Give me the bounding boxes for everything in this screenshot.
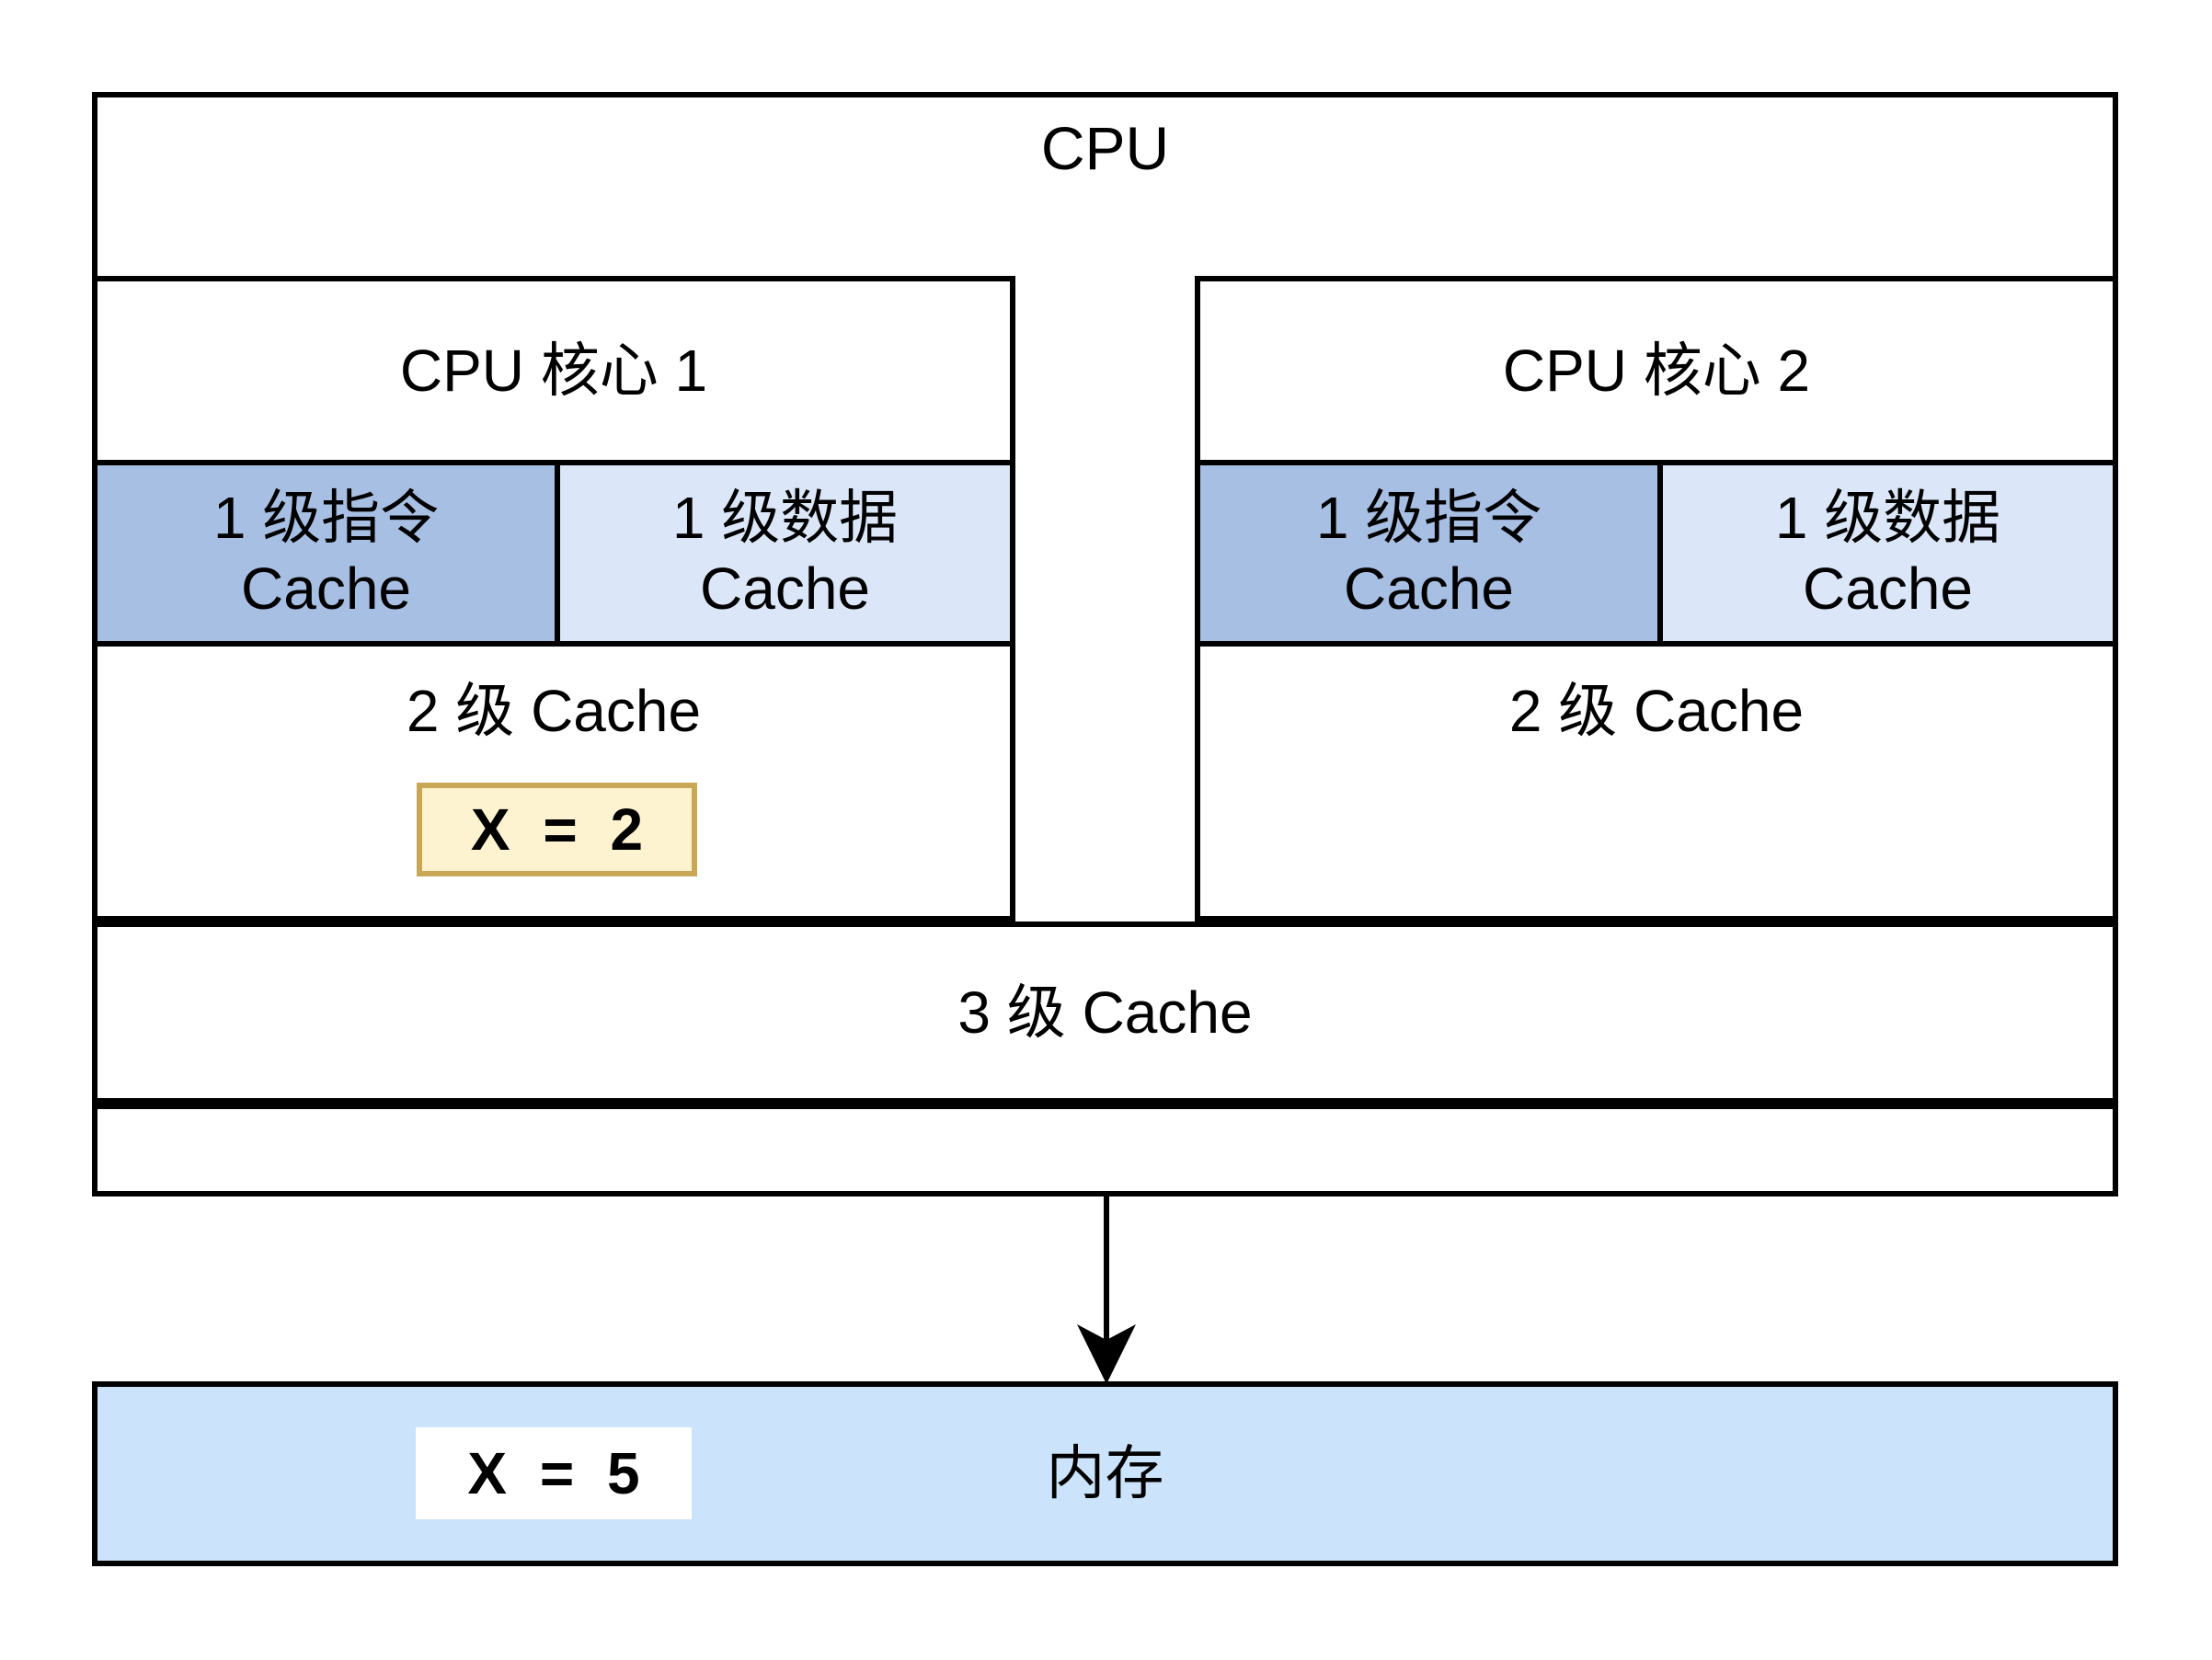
core-2-l2-cache-label: 2 级 Cache <box>1508 678 1805 744</box>
cpu-core-1-title: CPU 核心 1 <box>399 337 708 404</box>
core-2-l1-data-line2: Cache <box>1803 555 1973 622</box>
core-1-l2-cache-area: 2 级 Cache <box>97 647 1010 916</box>
l3-cache-row: 3 级 Cache <box>92 922 2118 1104</box>
core-1-l2-value-box: X = 2 <box>417 783 697 876</box>
core-2-l2-cache-area: 2 级 Cache <box>1200 647 2113 916</box>
core-2-l1-instruction-line2: Cache <box>1344 555 1514 622</box>
core-1-l2-cache-label: 2 级 Cache <box>406 678 702 744</box>
core-1-l1-row: 1 级指令 Cache 1 级数据 Cache <box>97 460 1010 647</box>
core-1-l1-data-line2: Cache <box>700 555 870 622</box>
core-1-l1-instruction-line1: 1 级指令 <box>212 484 440 551</box>
core-1-l1-data-line1: 1 级数据 <box>671 484 899 551</box>
cpu-label: CPU <box>1040 114 1170 182</box>
memory-label: 内存 <box>1046 1440 1164 1507</box>
memory-value-box: X = 5 <box>416 1427 692 1519</box>
core-2-l1-data-cache-cell: 1 级数据 Cache <box>1663 465 2113 641</box>
core-2-l1-data-line1: 1 级数据 <box>1774 484 2001 551</box>
down-arrow-icon <box>1077 1196 1136 1384</box>
cpu-bottom-band <box>92 1104 2118 1196</box>
core-1-l1-data-cache-cell: 1 级数据 Cache <box>560 465 1010 641</box>
core-2-l1-instruction-cache-cell: 1 级指令 Cache <box>1200 465 1663 641</box>
core-1-l1-instruction-line2: Cache <box>241 555 411 622</box>
core-2-l1-row: 1 级指令 Cache 1 级数据 Cache <box>1200 460 2113 647</box>
l3-cache-label: 3 级 Cache <box>957 979 1253 1046</box>
core-1-l1-instruction-cache-cell: 1 级指令 Cache <box>97 465 560 641</box>
core-2-l1-instruction-line1: 1 级指令 <box>1315 484 1542 551</box>
memory-box: 内存 X = 5 <box>92 1381 2118 1566</box>
cpu-core-2-box: CPU 核心 2 1 级指令 Cache 1 级数据 Cache 2 级 Cac… <box>1195 276 2118 922</box>
cpu-core-1-box: CPU 核心 1 1 级指令 Cache 1 级数据 Cache 2 级 Cac… <box>92 276 1015 922</box>
cpu-core-2-title: CPU 核心 2 <box>1502 337 1811 404</box>
